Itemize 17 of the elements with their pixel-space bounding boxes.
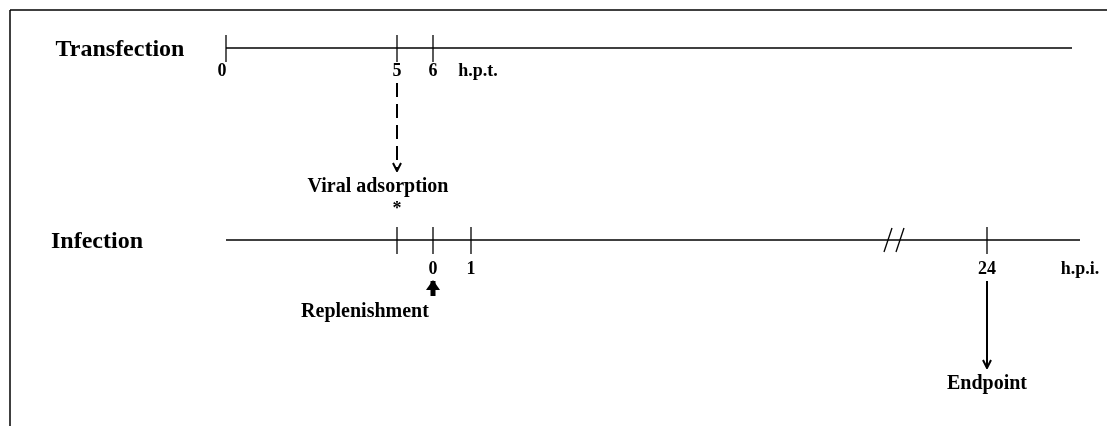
tick-label: 6	[428, 61, 438, 79]
arrow	[426, 280, 440, 296]
tick-label: 0	[428, 259, 438, 277]
arrow	[392, 82, 402, 172]
timeline-title: Infection	[51, 228, 143, 252]
event-label: Viral adsorption	[307, 175, 449, 195]
asterisk-mark: *	[392, 199, 402, 217]
event-label: Replenishment	[301, 300, 429, 320]
arrow	[982, 280, 992, 369]
tick-label: 1	[466, 259, 476, 277]
event-label: Endpoint	[946, 372, 1028, 392]
tick-label: 5	[392, 61, 402, 79]
unit-label: h.p.t.	[458, 61, 498, 79]
tick-label: 24	[978, 259, 996, 277]
unit-label: h.p.i.	[1060, 259, 1100, 277]
tick-label: 0	[217, 61, 227, 79]
timeline-title: Transfection	[55, 36, 185, 60]
